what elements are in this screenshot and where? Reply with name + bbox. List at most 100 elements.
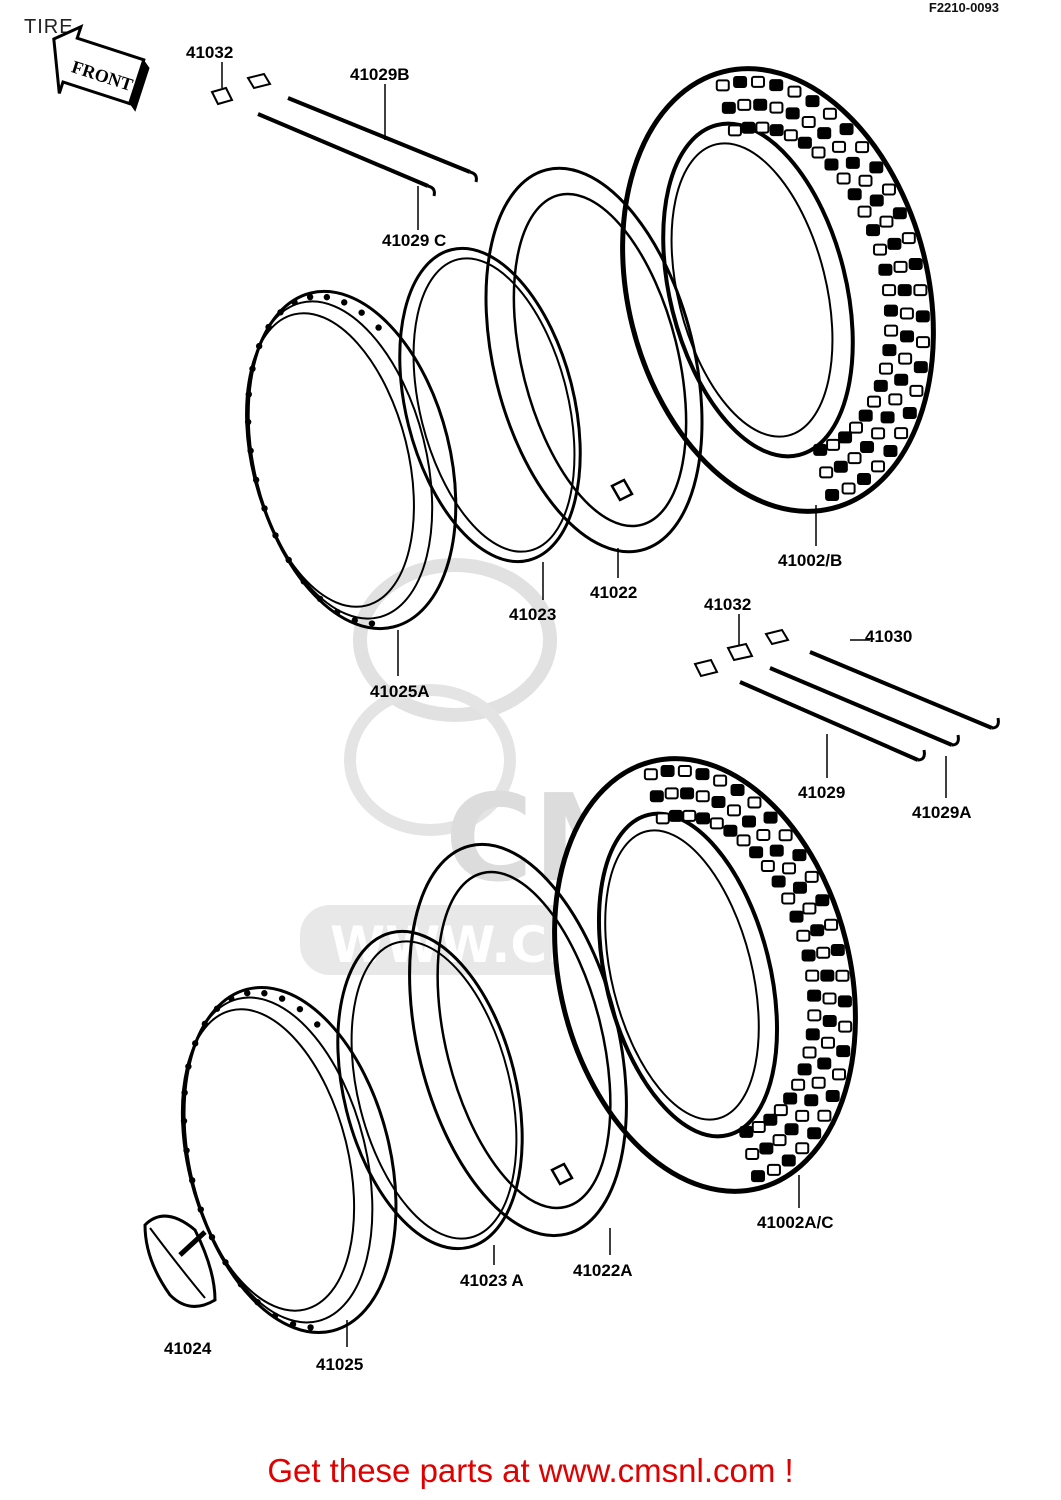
spoke-hole <box>300 578 307 585</box>
tread-block <box>902 406 917 419</box>
tread-block <box>695 768 710 781</box>
nipple-41032-top <box>210 72 272 106</box>
rim-41025a-spoke-holes <box>244 293 382 627</box>
tread-block <box>822 992 837 1005</box>
label-41022a: 41022A <box>573 1261 633 1280</box>
label-41032-top: 41032 <box>186 43 233 62</box>
tread-block <box>747 796 762 809</box>
tread-block <box>899 307 914 320</box>
tread-block <box>900 330 915 343</box>
tread-block <box>763 1113 778 1126</box>
tread-block <box>835 969 850 982</box>
tread-block <box>781 892 796 905</box>
spoke-hole <box>245 391 252 398</box>
tread-block <box>871 460 886 473</box>
tread-block <box>682 809 697 822</box>
tread-block <box>857 205 872 218</box>
tread-block <box>860 441 875 454</box>
tread-block <box>741 815 756 828</box>
tread-block <box>871 427 886 440</box>
spoke-hole <box>316 595 324 603</box>
tread-block <box>878 362 893 375</box>
tread-block <box>866 224 881 237</box>
label-41022: 41022 <box>590 583 637 602</box>
tread-block <box>797 1063 812 1076</box>
tread-block <box>695 790 710 803</box>
spoke-hole <box>208 1233 216 1241</box>
spoke-hole <box>314 1021 321 1028</box>
tread-block <box>879 215 894 228</box>
tread-block <box>887 237 902 250</box>
rim-lock-41024 <box>143 1214 217 1308</box>
tread-block <box>771 875 786 888</box>
tube-41022 <box>484 166 704 554</box>
tread-block <box>894 427 909 440</box>
footer-promo[interactable]: Get these parts at www.cmsnl.com ! <box>267 1452 794 1489</box>
tread-block <box>883 304 898 317</box>
tread-block <box>749 846 764 859</box>
tread-block <box>882 284 897 297</box>
label-41023: 41023 <box>509 605 556 624</box>
tread-block <box>880 411 895 424</box>
tread-block <box>733 75 748 88</box>
tread-block <box>833 460 848 473</box>
leader-lines <box>221 62 947 1347</box>
tread-block <box>781 1154 796 1167</box>
tread-block <box>832 1068 847 1081</box>
front-arrow: FRONT <box>52 24 150 112</box>
tread-block <box>841 482 856 495</box>
spoke-hole <box>252 476 260 484</box>
tread-block <box>810 924 825 937</box>
tread-block <box>908 257 923 270</box>
tread-block <box>830 944 845 957</box>
tread-block <box>826 438 841 451</box>
spokes-41029-41029a-41030 <box>739 650 1000 762</box>
tread-block <box>802 902 817 915</box>
tread-block <box>709 817 724 830</box>
tread-block <box>782 862 797 875</box>
tread-block <box>817 127 832 140</box>
tread-block <box>817 1057 832 1070</box>
tread-block <box>730 784 745 797</box>
spoke-hole <box>358 309 365 316</box>
tread-block <box>837 995 852 1008</box>
tread-block <box>878 263 893 276</box>
tread-block <box>858 174 873 187</box>
spoke-hole <box>192 1040 199 1047</box>
tread-block <box>760 860 775 873</box>
tread-block <box>801 949 816 962</box>
spoke-hole <box>296 1005 304 1013</box>
spoke-hole <box>291 298 298 306</box>
tread-block <box>817 1109 832 1122</box>
tread-block <box>643 768 658 781</box>
tread-block <box>915 310 930 323</box>
spoke-hole <box>375 324 382 331</box>
tread-block <box>847 188 862 201</box>
tread-block <box>822 1014 837 1027</box>
tread-block <box>778 829 793 842</box>
tread-block <box>759 1142 774 1155</box>
spoke-hole <box>351 617 358 624</box>
spoke-hole <box>237 1281 245 1288</box>
tread-block <box>807 1009 822 1022</box>
spoke-hole <box>228 995 235 1002</box>
tread-block <box>819 466 834 479</box>
spoke-hole <box>181 1089 188 1096</box>
tread-block <box>884 324 899 337</box>
tread-block <box>836 1045 851 1058</box>
tread-block <box>727 124 742 137</box>
spoke-hole <box>278 995 286 1002</box>
tread-block <box>807 1127 822 1140</box>
label-41029c: 41029 C <box>382 231 446 250</box>
tread-block <box>845 156 860 169</box>
tire-41002ac-tread <box>643 764 853 1183</box>
tread-block <box>824 918 839 931</box>
tread-block <box>892 207 907 220</box>
tube-41022a <box>408 842 628 1238</box>
tread-block <box>789 910 804 923</box>
spoke-hole <box>306 293 314 301</box>
rim-41025a <box>245 289 458 631</box>
rim-41025-spoke-holes <box>180 989 321 1331</box>
tread-block <box>913 284 928 297</box>
tread-block <box>711 795 726 808</box>
